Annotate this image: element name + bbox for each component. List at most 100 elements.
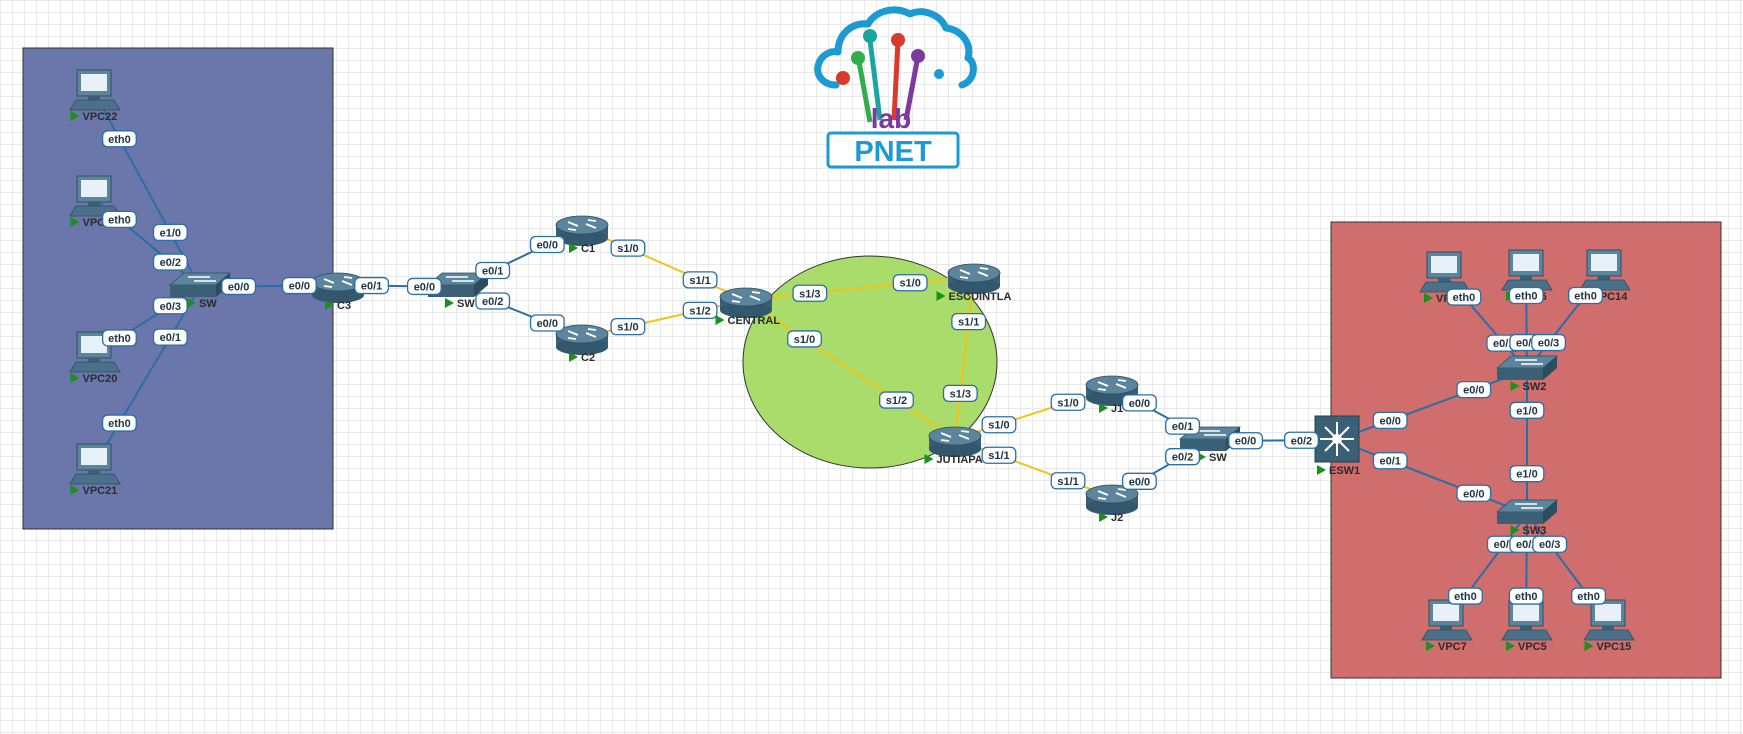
port-label-text: s1/0 bbox=[899, 278, 920, 290]
port-label: s1/0 bbox=[892, 274, 928, 292]
node-sw3[interactable]: SW3 bbox=[1495, 499, 1559, 537]
node-central[interactable]: CENTRAL bbox=[715, 287, 781, 327]
running-status-icon bbox=[924, 454, 934, 464]
pc-screen bbox=[1595, 604, 1621, 621]
port-label-text: e0/0 bbox=[537, 318, 558, 330]
logo-cloud bbox=[814, 6, 977, 89]
router-base bbox=[948, 278, 1000, 294]
node-label-central: CENTRAL bbox=[728, 315, 781, 327]
port-label: s1/2 bbox=[879, 391, 914, 409]
link-jutiapa-j1[interactable] bbox=[954, 387, 1113, 440]
logo-node-purple-icon bbox=[911, 49, 925, 63]
port-label-box bbox=[682, 301, 718, 320]
port-label: e0/1 bbox=[1372, 452, 1408, 470]
node-label-j1: J1 bbox=[1111, 403, 1123, 415]
port-label-text: s1/2 bbox=[886, 395, 907, 407]
running-status-icon bbox=[70, 373, 80, 383]
node-label-sw3: SW3 bbox=[1523, 525, 1547, 537]
node-c2[interactable]: C2 bbox=[555, 324, 609, 364]
node-c3[interactable]: C3 bbox=[311, 272, 365, 312]
node-label-esw1: ESW1 bbox=[1329, 465, 1360, 477]
port-label-text: e0/1 bbox=[1493, 338, 1514, 350]
link-esw1-sw3[interactable] bbox=[1336, 439, 1528, 515]
port-label-box bbox=[1446, 288, 1482, 306]
link-central-jutiapa[interactable] bbox=[745, 299, 956, 440]
node-vpc15[interactable]: VPC15 bbox=[1583, 599, 1635, 653]
running-status-icon bbox=[1099, 512, 1108, 522]
port-label-text: s1/0 bbox=[988, 420, 1009, 432]
pc-stand bbox=[1440, 626, 1452, 630]
switch-arrows-icon bbox=[1198, 430, 1226, 436]
switch-front bbox=[1497, 512, 1543, 524]
port-label: eth0 bbox=[1568, 286, 1603, 305]
link-escuintla-jutiapa[interactable] bbox=[954, 275, 975, 440]
running-status-icon bbox=[569, 352, 578, 362]
area-center[interactable] bbox=[742, 255, 998, 469]
switch-arrows-icon bbox=[1515, 359, 1543, 365]
port-label-box bbox=[1283, 431, 1319, 449]
port-label-box bbox=[406, 277, 442, 296]
port-label: e0/1 bbox=[152, 328, 188, 346]
node-vpc5[interactable]: VPC5 bbox=[1501, 599, 1553, 653]
port-label-box bbox=[610, 317, 646, 336]
node-vpc21[interactable]: VPC21 bbox=[69, 443, 121, 497]
logo-node-red2-icon bbox=[891, 33, 905, 47]
port-label-text: e0/0 bbox=[228, 281, 249, 293]
port-label-box bbox=[281, 276, 317, 295]
port-label-box bbox=[1508, 286, 1544, 305]
port-label: e0/0 bbox=[1121, 394, 1157, 412]
port-label-box bbox=[152, 223, 188, 242]
link-central-escuintla[interactable] bbox=[745, 275, 975, 301]
port-label-text: s1/2 bbox=[689, 305, 710, 317]
node-sw2[interactable]: SW2 bbox=[1495, 355, 1559, 393]
pc-stand bbox=[1520, 276, 1532, 280]
port-label-box bbox=[101, 329, 137, 347]
port-label: s1/3 bbox=[792, 284, 828, 302]
logo-pnet-text: PNET bbox=[854, 136, 932, 168]
port-label-box bbox=[475, 261, 511, 280]
router-base bbox=[720, 302, 772, 318]
port-label-text: e0/0 bbox=[537, 240, 558, 252]
port-label-text: e0/0 bbox=[414, 281, 435, 293]
port-label-box bbox=[1531, 333, 1567, 352]
link-c2-central[interactable] bbox=[581, 299, 747, 338]
port-label-box bbox=[1447, 587, 1483, 605]
port-label-box bbox=[475, 292, 511, 310]
port-label-text: e0/0 bbox=[1379, 415, 1400, 427]
port-label: e1/0 bbox=[1509, 465, 1545, 483]
port-label-box bbox=[1509, 465, 1545, 483]
port-label-text: s1/3 bbox=[950, 388, 971, 400]
port-label-box bbox=[1568, 286, 1603, 305]
port-label: s1/0 bbox=[787, 330, 822, 348]
l3switch-center-icon bbox=[1332, 434, 1342, 444]
port-label: s1/1 bbox=[682, 271, 718, 289]
node-c1[interactable]: C1 bbox=[555, 215, 609, 255]
node-j2[interactable]: J2 bbox=[1085, 484, 1139, 524]
port-label-box bbox=[1228, 432, 1264, 450]
port-label: e0/0 bbox=[406, 277, 442, 296]
port-label-text: e0/2 bbox=[1516, 539, 1537, 551]
node-esw1[interactable]: ESW1 bbox=[1314, 415, 1360, 477]
port-label: e0/0 bbox=[1121, 472, 1157, 490]
node-sw-left[interactable]: SW bbox=[168, 272, 232, 310]
node-escuintla[interactable]: ESCUINTLA bbox=[936, 263, 1012, 303]
link-esw1-sw2[interactable] bbox=[1336, 369, 1528, 441]
running-status-icon bbox=[1506, 641, 1515, 651]
port-label-text: eth0 bbox=[1453, 292, 1476, 304]
link-c1-central[interactable] bbox=[581, 227, 747, 301]
port-label-text: e0/0 bbox=[289, 281, 310, 293]
node-label-escuintla: ESCUINTLA bbox=[949, 291, 1012, 303]
node-vpc22[interactable]: VPC22 bbox=[69, 69, 121, 123]
port-label: e0/0 bbox=[529, 314, 565, 332]
link-jutiapa-j2[interactable] bbox=[954, 438, 1113, 498]
node-label-sw-left: SW bbox=[199, 298, 217, 310]
port-label-box bbox=[101, 414, 137, 432]
port-label: e0/3 bbox=[1532, 535, 1568, 553]
link-vpc21-sw_left[interactable] bbox=[93, 286, 201, 467]
node-label-c1: C1 bbox=[581, 243, 595, 255]
node-jutiapa[interactable]: JUTIAPA bbox=[924, 426, 983, 466]
router-arrows-icon bbox=[731, 291, 761, 303]
node-label-c3: C3 bbox=[337, 300, 351, 312]
